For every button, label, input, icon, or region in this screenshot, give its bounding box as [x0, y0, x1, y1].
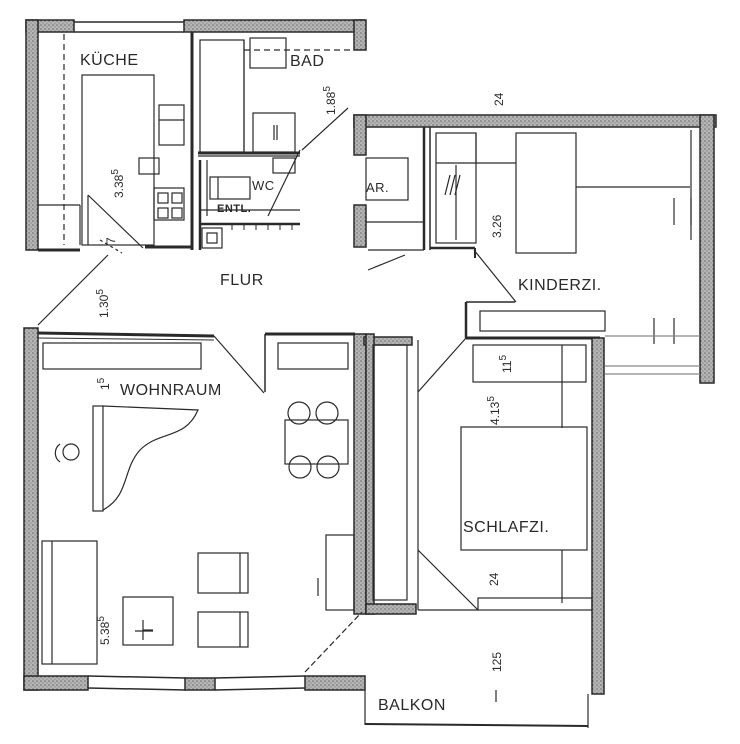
- dimension-schlafzi-wall: 115: [498, 354, 514, 373]
- room-label-wohnraum: WOHNRAUM: [120, 382, 222, 399]
- wohnraum-walls: [23, 327, 367, 691]
- dimension-kueche-width: 3.385: [110, 169, 126, 198]
- kinderzimmer-furniture: [365, 130, 700, 375]
- dimension-schlafzi-bottom-wall: 24: [487, 572, 501, 586]
- room-label-entl: ENTL.: [217, 203, 252, 215]
- dimension-balkon-depth: 125: [490, 651, 504, 672]
- dimension-wohnraum-wall: 15: [96, 377, 112, 390]
- dimension-kinderzi-width: 3.26: [490, 214, 504, 238]
- dimension-kueche-door: 7: [104, 237, 118, 244]
- room-label-wc: WC: [252, 178, 275, 193]
- dimension-wohnraum-width: 5.385: [96, 616, 112, 645]
- dimension-top-wall: 24: [492, 92, 506, 106]
- dimension-schlafzi-width: 4.135: [486, 396, 502, 425]
- schlafzimmer-furniture: [372, 337, 593, 611]
- kitchen-walls: [25, 19, 367, 252]
- kitchen-furniture: [38, 34, 185, 249]
- room-label-kinderzi: KINDERZI.: [518, 277, 602, 294]
- room-label-bad: BAD: [290, 53, 325, 70]
- bath-fixtures: [198, 37, 355, 250]
- room-label-schlafzi: SCHLAFZI.: [463, 519, 550, 536]
- room-label-kueche: KÜCHE: [80, 52, 139, 69]
- room-label-ar: AR.: [366, 180, 390, 195]
- dimension-flur-width: 1.305: [95, 289, 111, 318]
- dimension-bad-width: 1.885: [322, 86, 338, 115]
- room-label-balkon: BALKON: [378, 697, 446, 714]
- room-label-flur: FLUR: [220, 272, 264, 289]
- balkon-outline: [364, 690, 589, 728]
- kinderzimmer-walls: [353, 114, 717, 384]
- wohnraum-furniture: [41, 335, 363, 673]
- schlafzimmer-walls: [363, 333, 605, 695]
- flur-doors: [37, 239, 123, 326]
